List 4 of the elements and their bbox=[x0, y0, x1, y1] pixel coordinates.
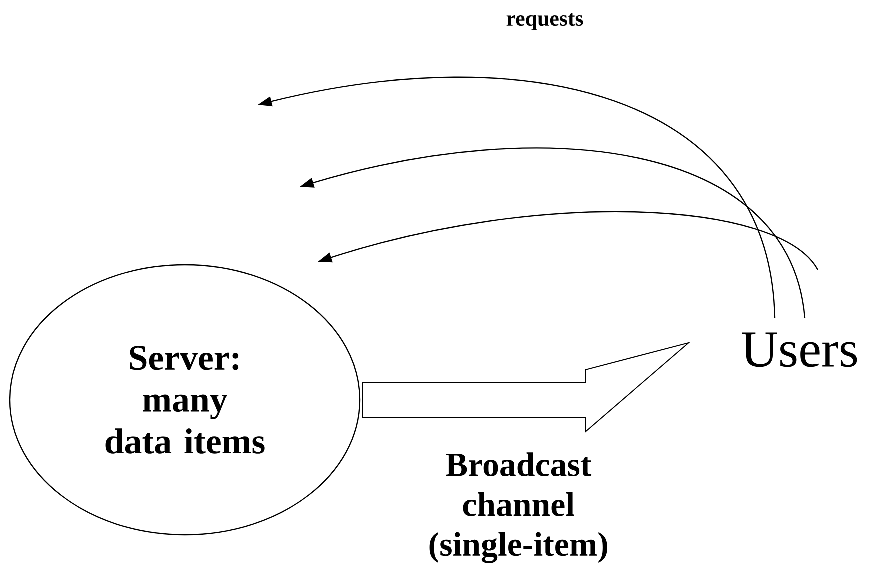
edge-label: Broadcast channel (single-item) bbox=[430, 452, 608, 564]
block-arrow bbox=[362, 342, 691, 434]
edge-label: requests bbox=[506, 14, 584, 30]
users-label: Users bbox=[742, 332, 858, 368]
